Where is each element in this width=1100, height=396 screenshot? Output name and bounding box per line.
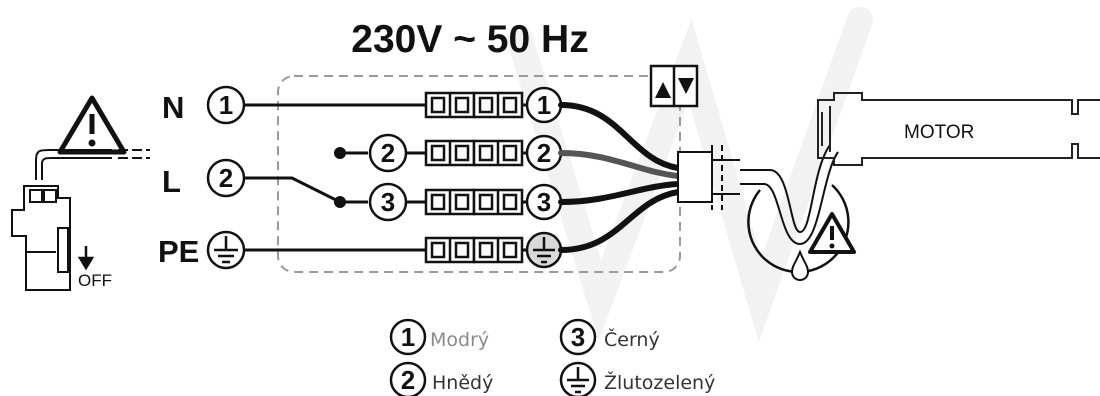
legend-label-zlutozeleny: Žlutozelený [604, 371, 715, 394]
motor-wire-3-number: 3 [525, 183, 563, 221]
legend-label-cerny: Černý [604, 327, 660, 351]
terminal-block-row-1 [424, 91, 524, 119]
terminal-block-row-3 [424, 188, 524, 216]
switch-output-2: 2 [368, 133, 408, 173]
terminal-block-row-2 [424, 139, 524, 167]
svg-text:3: 3 [537, 187, 551, 217]
legend-item-3: 3 Černý [559, 318, 660, 356]
svg-text:1: 1 [537, 90, 551, 120]
legend: 1 Modrý 2 Hnědý 3 Černý Žlutozelený [389, 318, 715, 396]
svg-text:2: 2 [381, 138, 395, 168]
svg-text:2: 2 [401, 365, 415, 395]
switch-terminal-dot [334, 147, 346, 159]
svg-text:3: 3 [571, 322, 585, 352]
legend-label-hnedy: Hnědý [432, 372, 493, 394]
drip-loop-warning [747, 184, 850, 281]
up-down-arrows-icon [649, 64, 699, 108]
breaker-off-label: OFF [78, 271, 112, 290]
junction-box [277, 75, 681, 273]
supply-l-number: 2 [206, 158, 246, 198]
neutral-label: N [162, 90, 184, 125]
cable-gland [677, 145, 740, 210]
water-drop-icon [790, 249, 810, 281]
switch-output-3: 3 [368, 182, 408, 222]
circuit-breaker [11, 185, 71, 291]
motor-cable-bundle [558, 102, 681, 253]
svg-text:3: 3 [381, 187, 395, 217]
legend-item-1: 1 Modrý [389, 318, 489, 356]
legend-label-modry: Modrý [430, 329, 489, 351]
earth-label: PE [158, 234, 199, 269]
terminal-out-links [522, 103, 530, 252]
motor-warning-triangle-icon [808, 212, 856, 254]
svg-text:2: 2 [537, 138, 551, 168]
motor-cable [740, 144, 839, 246]
watermark [507, 7, 873, 343]
terminal-block-row-4 [424, 236, 524, 264]
supply-pe-earth-icon [206, 230, 246, 270]
motor-body [817, 92, 1100, 166]
motor-wire-2-number: 2 [525, 134, 563, 172]
legend-item-earth: Žlutozelený [559, 361, 715, 396]
switch-terminal-dot [334, 196, 346, 208]
motor-earth-icon [525, 231, 563, 269]
svg-text:1: 1 [401, 322, 415, 352]
breaker-warning-triangle-icon [57, 95, 127, 155]
wire-l [244, 151, 368, 204]
svg-text:1: 1 [219, 90, 233, 120]
breaker-wire [35, 149, 150, 180]
supply-n-number: 1 [206, 85, 246, 125]
live-label: L [162, 164, 181, 199]
legend-item-2: 2 Hnědý [389, 361, 493, 396]
off-arrow-icon [77, 246, 95, 271]
svg-text:2: 2 [219, 163, 233, 193]
voltage-title: 230V ~ 50 Hz [351, 18, 588, 61]
motor-label: MOTOR [904, 122, 974, 143]
motor-wire-1-number: 1 [525, 86, 563, 124]
